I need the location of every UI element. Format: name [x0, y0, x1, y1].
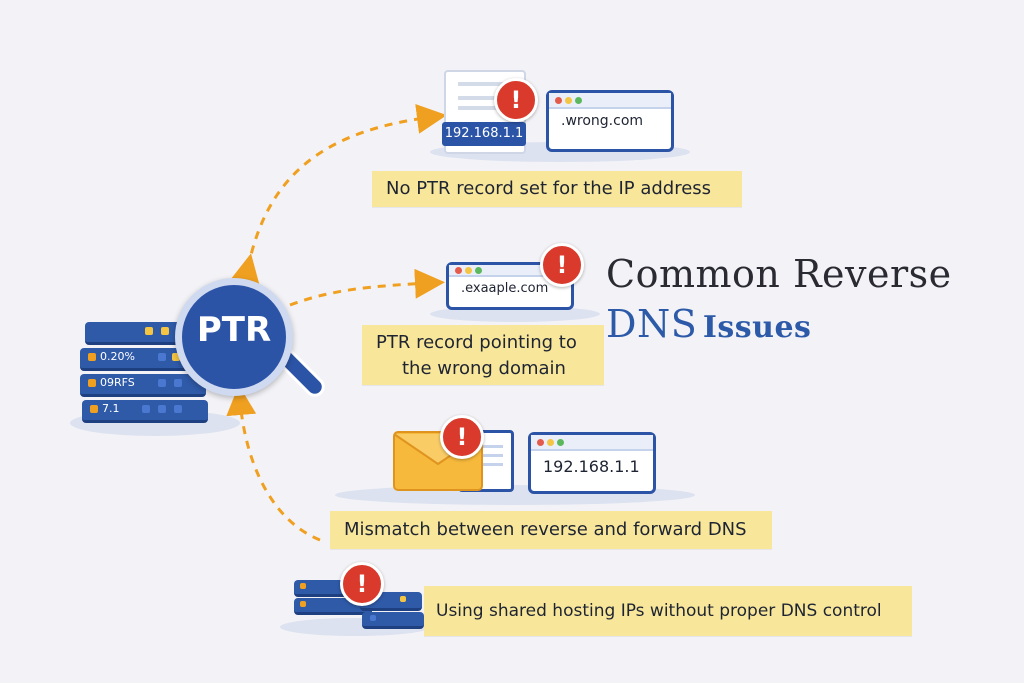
server-label: 7.1 — [102, 402, 120, 415]
issue-2-note: PTR record pointing to the wrong domain — [362, 325, 604, 385]
server-label: 09RFS — [100, 376, 135, 389]
arrow-to-issue-3 — [226, 385, 321, 542]
server-unit: 09RFS — [80, 374, 206, 397]
shadow — [430, 306, 600, 322]
server-unit — [362, 612, 424, 629]
domain-text: .exaaple.com — [461, 281, 549, 296]
browser-window: .wrong.com — [546, 90, 674, 152]
ip-label: 192.168.1.1 — [442, 122, 526, 146]
server-unit: 7.1 — [82, 400, 208, 423]
title-issues: Issues — [702, 310, 812, 345]
page-title: Common Reverse DNS Issues — [606, 252, 952, 346]
ip-text: 192.168.1.1 — [444, 126, 524, 141]
alert-icon: ! — [540, 243, 584, 287]
server-unit — [85, 322, 203, 345]
issue-1-note: No PTR record set for the IP address — [372, 171, 742, 207]
server-unit: 0.20% — [80, 348, 204, 371]
alert-icon: ! — [440, 415, 484, 459]
issue-1-text: No PTR record set for the IP address — [386, 178, 712, 199]
alert-icon: ! — [340, 562, 384, 606]
magnifier-lens — [175, 278, 293, 396]
issue-3-note: Mismatch between reverse and forward DNS — [330, 511, 772, 549]
browser-window: 192.168.1.1 — [528, 432, 656, 494]
arrow-to-issue-2 — [289, 268, 445, 307]
issue-4-text: Using shared hosting IPs without proper … — [436, 601, 882, 621]
domain-text: .wrong.com — [561, 113, 644, 129]
server-label: 0.20% — [100, 350, 135, 363]
title-line-1: Common Reverse — [606, 252, 952, 296]
alert-icon: ! — [494, 78, 538, 122]
title-dns: DNS — [606, 302, 698, 346]
arrow-to-issue-1 — [230, 104, 447, 286]
issue-2-text-line-1: PTR record pointing to — [376, 332, 577, 353]
ip-text: 192.168.1.1 — [543, 457, 640, 476]
ptr-label: PTR — [196, 310, 272, 350]
issue-4-note: Using shared hosting IPs without proper … — [424, 586, 912, 636]
browser-window: .exaaple.com — [446, 262, 574, 310]
issue-2-text-line-2: the wrong domain — [402, 358, 566, 379]
issue-3-text: Mismatch between reverse and forward DNS — [344, 519, 747, 540]
